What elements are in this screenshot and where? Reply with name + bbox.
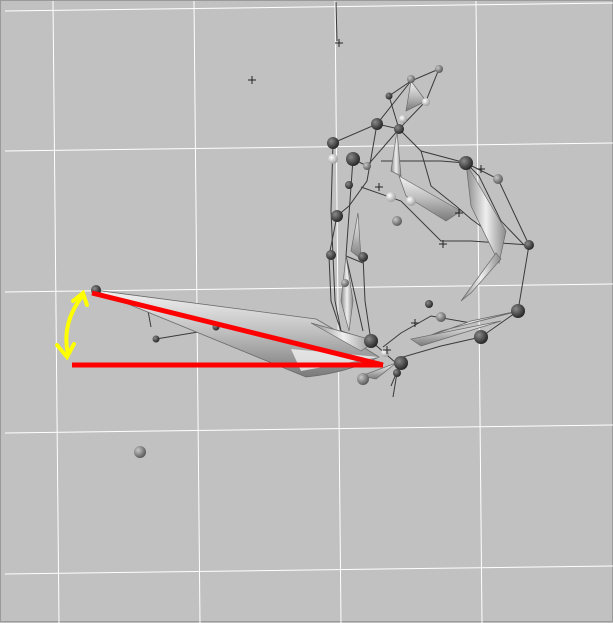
joint — [345, 181, 353, 189]
joint — [399, 115, 407, 123]
joint — [357, 373, 369, 385]
joint — [394, 356, 408, 370]
joint — [363, 162, 371, 170]
arrowhead-icon — [55, 342, 76, 361]
joint — [392, 216, 402, 226]
joint — [407, 75, 415, 83]
joint — [371, 118, 383, 130]
joint — [474, 330, 488, 344]
angle-arc — [55, 289, 89, 361]
angle-measure-lines — [72, 290, 384, 368]
joint — [327, 137, 339, 149]
floor-grid — [4, 1, 613, 623]
joint — [459, 156, 473, 170]
ring-bones — [310, 80, 519, 380]
joint — [435, 65, 443, 73]
joint — [364, 334, 378, 348]
skeleton-joints — [91, 65, 534, 458]
joint — [406, 196, 416, 206]
joint — [524, 240, 534, 250]
joint — [436, 312, 446, 322]
crosshair-icon — [248, 39, 485, 354]
joint — [331, 210, 343, 222]
joint — [422, 98, 430, 106]
joint — [326, 250, 336, 260]
joint — [394, 124, 404, 134]
arrowhead-icon — [71, 289, 89, 307]
joint — [393, 369, 401, 377]
joint — [425, 300, 433, 308]
joint — [341, 279, 349, 287]
joint — [385, 92, 393, 100]
joint — [493, 174, 503, 184]
joint — [346, 152, 360, 166]
joint — [328, 154, 338, 164]
joint — [134, 446, 146, 458]
joint — [358, 252, 368, 262]
joint — [386, 192, 396, 202]
angle-line-upper — [91, 290, 384, 368]
joint — [511, 304, 525, 318]
joint — [152, 335, 160, 343]
